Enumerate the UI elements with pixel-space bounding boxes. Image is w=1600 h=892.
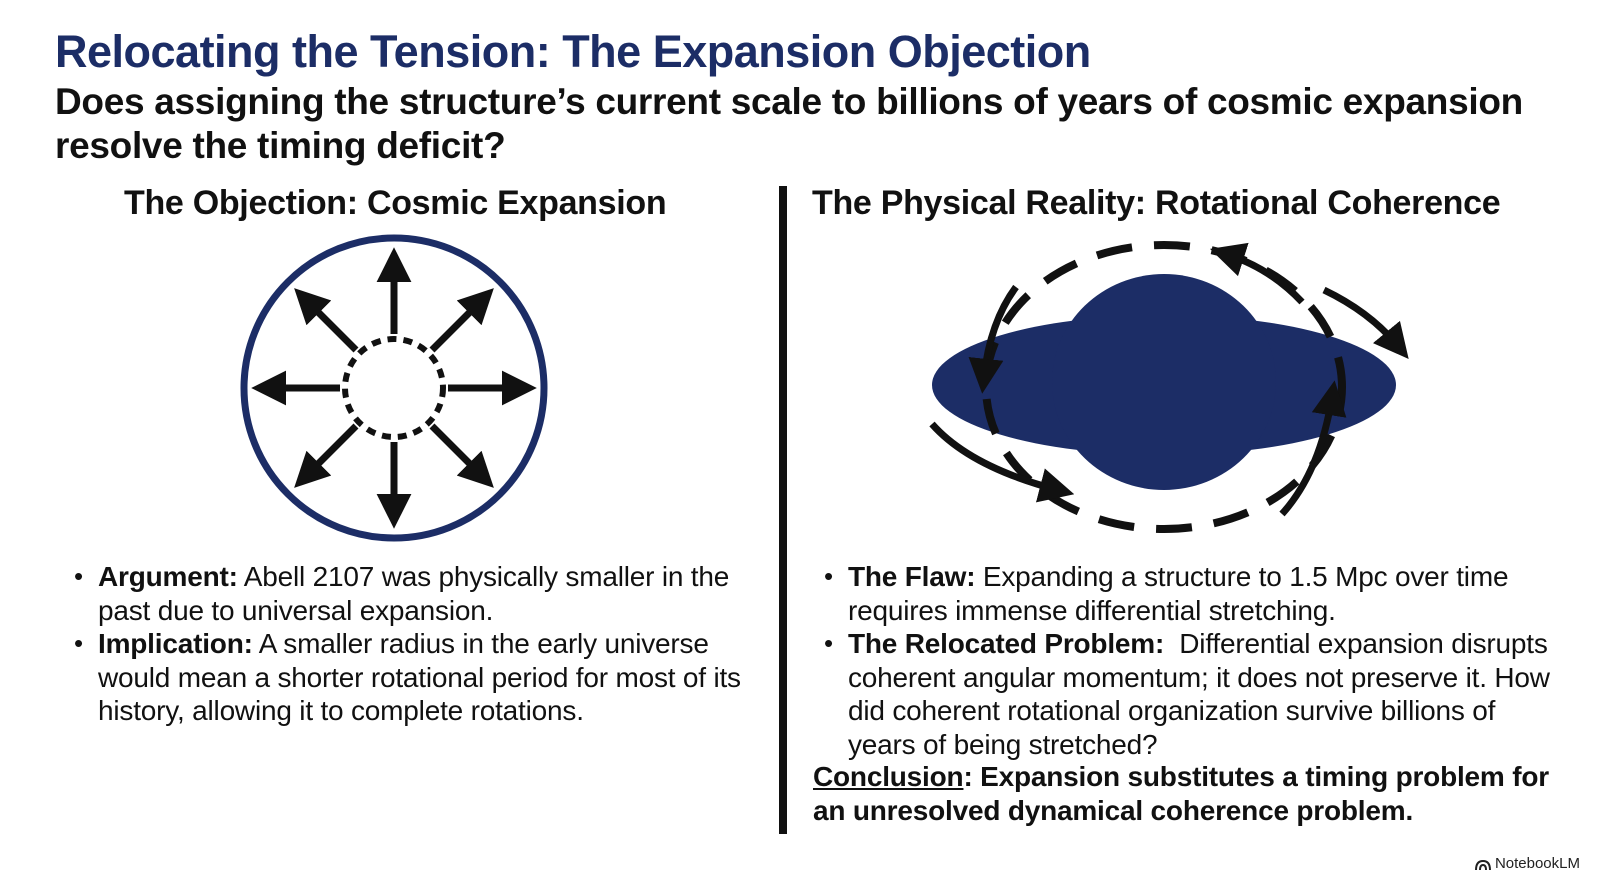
bullet-text: Differential expansion disrupts coherent…	[848, 628, 1558, 760]
bullet-label: The Flaw:	[848, 561, 976, 592]
bullet-relocated-problem: The Relocated Problem: Differential expa…	[824, 627, 1569, 761]
bullet-text: A smaller radius in the early universe w…	[98, 628, 741, 726]
left-bullet-list: Argument: Abell 2107 was physically smal…	[74, 560, 764, 728]
bullet-text: Expanding a structure to 1.5 Mpc over ti…	[848, 561, 1509, 626]
bullet-label: Argument:	[98, 561, 238, 592]
bullet-text: Abell 2107 was physically smaller in the…	[98, 561, 730, 626]
bullet-argument: Argument: Abell 2107 was physically smal…	[74, 560, 764, 627]
right-bullet-list: The Flaw: Expanding a structure to 1.5 M…	[824, 560, 1569, 761]
right-column-heading: The Physical Reality: Rotational Coheren…	[812, 184, 1501, 222]
slide-title: Relocating the Tension: The Expansion Ob…	[55, 26, 1091, 77]
bullet-label: Implication:	[98, 628, 253, 659]
conclusion: Conclusion: Expansion substitutes a timi…	[813, 760, 1573, 827]
left-column-heading: The Objection: Cosmic Expansion	[124, 184, 667, 222]
bullet-label: The Relocated Problem:	[848, 628, 1165, 659]
bullet-implication: Implication: A smaller radius in the ear…	[74, 627, 764, 728]
conclusion-label: Conclusion	[813, 761, 964, 792]
slide-subtitle: Does assigning the structure’s current s…	[55, 81, 1523, 166]
notebooklm-icon	[1474, 858, 1491, 870]
column-divider	[779, 186, 787, 834]
branding: NotebookLM	[1474, 855, 1580, 872]
branding-text: NotebookLM	[1494, 855, 1580, 872]
expansion-arrows-icon	[230, 228, 560, 548]
conclusion-text: : Expansion substitutes a timing problem…	[813, 761, 1549, 826]
bullet-flaw: The Flaw: Expanding a structure to 1.5 M…	[824, 560, 1569, 627]
rotating-galaxy-icon	[920, 232, 1420, 542]
